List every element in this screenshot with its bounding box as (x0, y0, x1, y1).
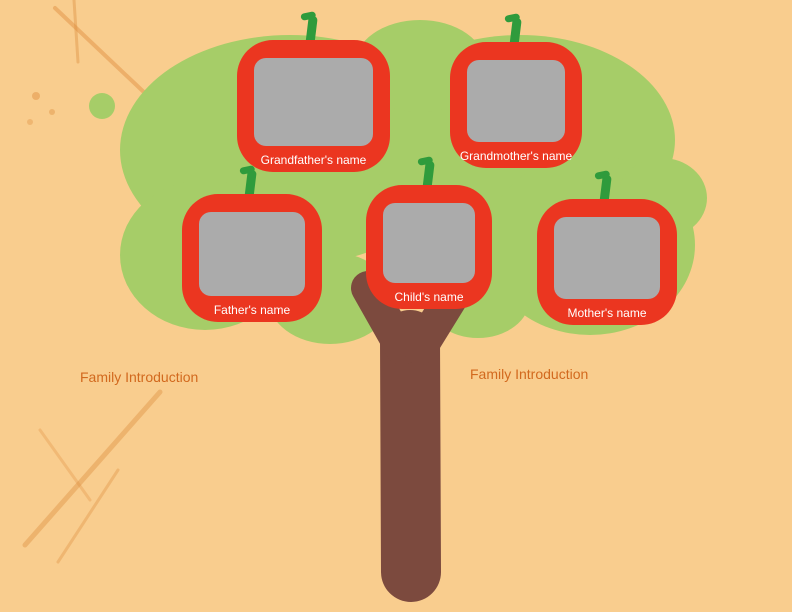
photo-placeholder-mother[interactable] (554, 217, 660, 299)
name-label-mother[interactable]: Mother's name (567, 306, 647, 320)
apple-mother: Mother's name (537, 174, 677, 325)
photo-placeholder-father[interactable] (199, 212, 305, 296)
apple-grandmother: Grandmother's name (450, 17, 582, 168)
family-introduction-right[interactable]: Family Introduction (470, 366, 589, 382)
family-introduction-left[interactable]: Family Introduction (80, 369, 199, 385)
name-label-grandmother[interactable]: Grandmother's name (459, 149, 573, 163)
apple-father: Father's name (182, 169, 322, 322)
name-label-child[interactable]: Child's name (394, 290, 464, 304)
photo-placeholder-child[interactable] (383, 203, 475, 283)
name-label-grandfather[interactable]: Grandfather's name (260, 153, 367, 167)
photo-placeholder-grandfather[interactable] (254, 58, 373, 146)
photo-placeholder-grandmother[interactable] (467, 60, 565, 142)
name-label-father[interactable]: Father's name (213, 303, 291, 317)
apple-child: Child's name (366, 160, 492, 309)
apple-grandfather: Grandfather's name (237, 15, 390, 172)
